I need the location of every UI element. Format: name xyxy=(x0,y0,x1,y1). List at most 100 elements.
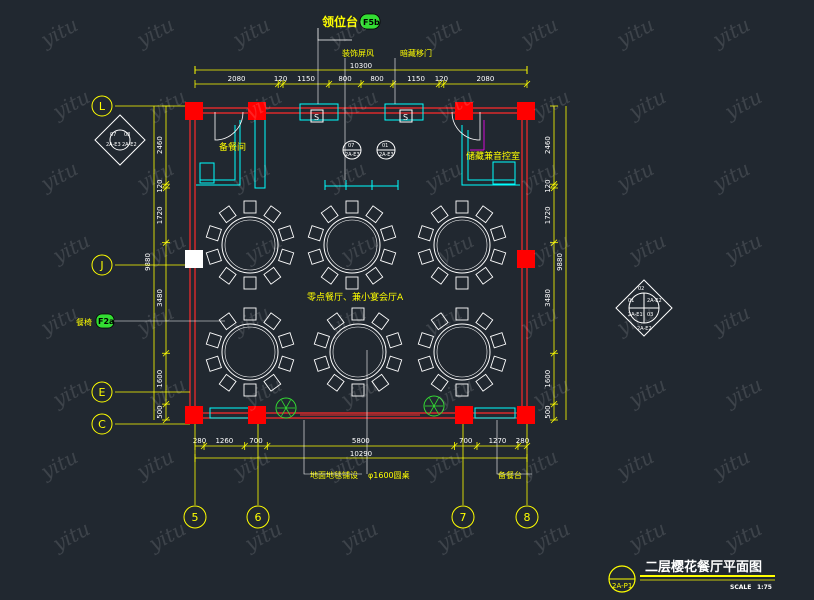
prep-room-label: 备餐间 xyxy=(219,141,246,153)
chair xyxy=(263,205,282,224)
svg-text:2A-E2: 2A-E2 xyxy=(637,326,652,332)
column-block xyxy=(455,102,473,120)
chair xyxy=(455,307,469,321)
column-block xyxy=(248,406,266,424)
door-symbol-b: S xyxy=(399,109,413,123)
overall-dimension-right: 9880 xyxy=(556,253,564,271)
column-block xyxy=(185,406,203,424)
round-table xyxy=(417,200,507,290)
dining-tables xyxy=(205,200,507,397)
chair xyxy=(320,205,339,224)
round-table xyxy=(417,307,507,397)
reception-tag: F5b xyxy=(363,18,380,27)
structural-columns xyxy=(185,102,535,424)
svg-text:J: J xyxy=(99,259,103,272)
grid-bubble-row-E: E xyxy=(91,381,113,403)
chair xyxy=(218,312,237,331)
section-tag-center-b: 01 2A-E3 xyxy=(376,140,396,160)
dimension-text: 2460 xyxy=(156,136,164,154)
chair xyxy=(490,355,507,372)
chair xyxy=(263,312,282,331)
column-block xyxy=(517,406,535,424)
round-table xyxy=(205,307,295,397)
dimension-text: 1720 xyxy=(156,206,164,224)
chair xyxy=(326,373,345,392)
chair xyxy=(205,225,222,242)
chair xyxy=(243,276,257,290)
dimension-text: 280 xyxy=(516,437,529,445)
svg-text:C: C xyxy=(98,418,106,431)
dimension-text: 700 xyxy=(459,437,472,445)
chair xyxy=(380,248,397,265)
dimension-text: 800 xyxy=(370,75,383,83)
dimension-text: 1150 xyxy=(297,75,315,83)
svg-text:6: 6 xyxy=(255,511,262,524)
svg-text:L: L xyxy=(99,100,106,113)
chair xyxy=(380,225,397,242)
dimension-text: 2460 xyxy=(544,136,552,154)
overall-dimension-top: 10300 xyxy=(350,62,372,70)
storage-room-label: 储藏兼音控室 xyxy=(466,150,520,162)
chair xyxy=(455,276,469,290)
section-tag-left: 07 08 2A-E3 2A-E2 xyxy=(94,114,146,166)
chair xyxy=(205,248,222,265)
reception-tag-badge xyxy=(359,13,381,30)
dimension-text: 1150 xyxy=(407,75,425,83)
chair xyxy=(345,200,359,214)
svg-text:E: E xyxy=(99,386,106,399)
chair xyxy=(475,205,494,224)
chair xyxy=(307,248,324,265)
reception-label: 领位台 xyxy=(322,14,358,29)
column-block xyxy=(517,250,535,268)
svg-text:2A-E3: 2A-E3 xyxy=(379,152,394,158)
chair xyxy=(386,355,403,372)
svg-text:S: S xyxy=(314,113,319,122)
svg-text:7: 7 xyxy=(460,511,467,524)
svg-text:8: 8 xyxy=(524,511,531,524)
column-block xyxy=(455,406,473,424)
scale-label: SCALE xyxy=(730,584,751,591)
svg-text:03: 03 xyxy=(647,312,653,318)
chair xyxy=(326,312,345,331)
dimension-text: 1260 xyxy=(215,437,233,445)
main-hall-label: 零点餐厅、兼小宴会厅A xyxy=(307,291,404,303)
chair xyxy=(430,373,449,392)
dimension-text: 3480 xyxy=(544,289,552,307)
plant xyxy=(423,395,445,417)
chair xyxy=(205,332,222,349)
svg-text:2A-E2: 2A-E2 xyxy=(122,142,137,148)
chair xyxy=(345,276,359,290)
dimension-text: 120 xyxy=(435,75,448,83)
annotations: 领位台 F5b 装饰屏风 暗藏移门 备餐间 储藏兼音控室 零点餐厅、兼小宴会厅A… xyxy=(76,13,532,480)
svg-text:07: 07 xyxy=(110,132,116,138)
screen-wall-label: 装饰屏风 xyxy=(342,48,374,58)
section-tag-center-a: 07 2A-E3 xyxy=(342,140,362,160)
chair xyxy=(278,332,295,349)
chair xyxy=(278,248,295,265)
chair xyxy=(430,312,449,331)
section-tag-right: 02 01 2A-E1 2A-E2 03 2A-E2 xyxy=(615,279,673,337)
grid-bubble-row-J: J xyxy=(91,254,113,276)
svg-text:2A-E2: 2A-E2 xyxy=(647,298,662,304)
svg-text:S: S xyxy=(403,113,408,122)
hidden-door-label: 暗藏移门 xyxy=(400,48,432,58)
dimension-text: 1270 xyxy=(489,437,507,445)
chair xyxy=(365,205,384,224)
drawing-title: 二层樱花餐厅平面图 xyxy=(645,559,762,575)
chair xyxy=(455,383,469,397)
chair xyxy=(313,332,330,349)
svg-text:08: 08 xyxy=(124,132,130,138)
chair-tag: F2a xyxy=(98,317,114,326)
chair xyxy=(218,373,237,392)
chair xyxy=(243,200,257,214)
chair xyxy=(351,383,365,397)
partitions xyxy=(196,103,520,419)
dimension-text: 2080 xyxy=(228,75,246,83)
chair xyxy=(218,266,237,285)
chair xyxy=(320,266,339,285)
column-block xyxy=(248,102,266,120)
chair xyxy=(430,266,449,285)
dimension-text: 2080 xyxy=(476,75,494,83)
